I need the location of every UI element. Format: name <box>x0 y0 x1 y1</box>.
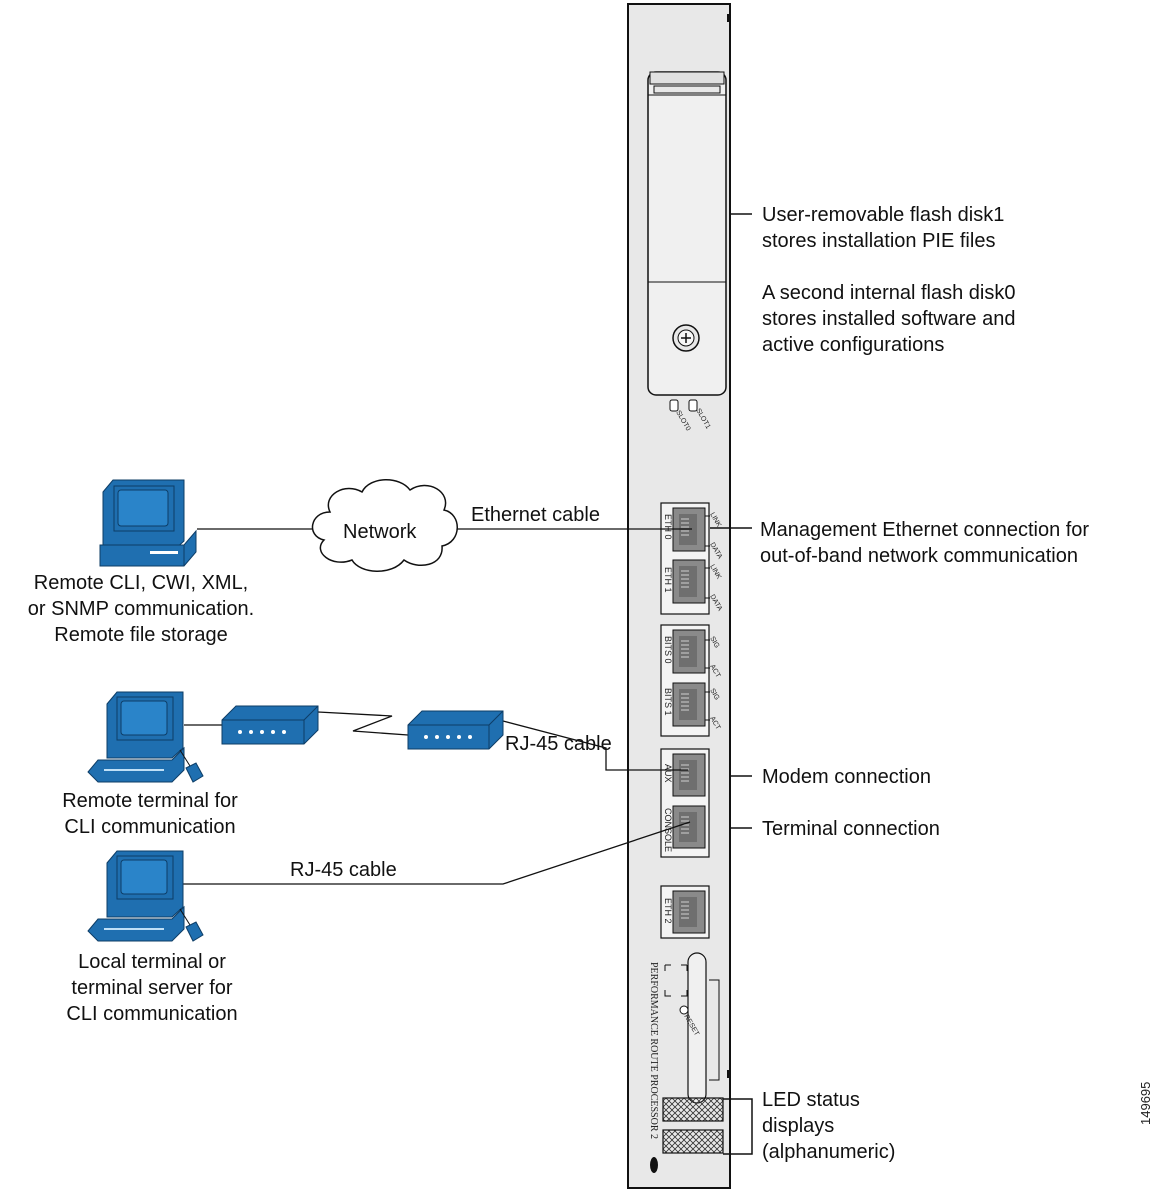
flash-disk-slot[interactable] <box>647 71 727 396</box>
led-callout-line3: (alphanumeric) <box>762 1141 895 1163</box>
local-terminal-line1: Local terminal or <box>78 951 226 973</box>
bits1-label: BITS 1 <box>663 688 673 716</box>
mgmt-eth-callout-line2: out-of-band network communication <box>760 545 1078 567</box>
bits0-label: BITS 0 <box>663 636 673 664</box>
modem-right-icon <box>407 710 504 750</box>
local-terminal-line3: CLI communication <box>66 1003 237 1025</box>
flash-disk0-callout-line3: active configurations <box>762 334 944 356</box>
reset-button[interactable] <box>679 1005 689 1015</box>
remote-terminal-line1: Remote terminal for <box>62 790 238 812</box>
terminal-callout: Terminal connection <box>762 818 940 840</box>
slot0-led-icon <box>669 399 679 412</box>
product-label: PERFORMANCE ROUTE PROCESSOR 2 <box>648 962 659 1139</box>
flash-disk1-callout-line1: User-removable flash disk1 <box>762 204 1004 226</box>
rj45-local-cable-label: RJ-45 cable <box>290 859 397 881</box>
bits1-port[interactable] <box>672 682 706 727</box>
remote-cli-line1: Remote CLI, CWI, XML, <box>34 572 249 594</box>
ethernet-cable-label: Ethernet cable <box>471 504 600 526</box>
console-port[interactable] <box>672 805 706 849</box>
led-callout-line1: LED status <box>762 1089 860 1111</box>
aux-port[interactable] <box>672 753 706 797</box>
mgmt-eth-callout-line1: Management Ethernet connection for <box>760 519 1089 541</box>
eth0-label: ETH 0 <box>663 514 673 540</box>
eth1-port[interactable] <box>672 559 706 604</box>
eth2-port[interactable] <box>672 890 706 934</box>
modem-left-icon <box>221 705 319 745</box>
led-display-lower <box>662 1129 724 1154</box>
route-processor-panel: SLOT0 SLOT1 ETH 0 ETH 1 LINK DATA LINK D… <box>627 3 731 1189</box>
led-display-upper <box>662 1097 724 1122</box>
callout-lines <box>710 213 753 1155</box>
network-label: Network <box>343 521 417 543</box>
figure-id: 149695 <box>1138 1082 1153 1125</box>
remote-cli-line3: Remote file storage <box>54 624 227 646</box>
remote-cli-line2: or SNMP communication. <box>28 598 254 620</box>
bits0-port[interactable] <box>672 629 706 674</box>
cable-lines <box>183 528 692 885</box>
led-callout-line2: displays <box>762 1115 834 1137</box>
remote-cli-pc-icon <box>99 479 197 567</box>
eth2-label: ETH 2 <box>663 898 673 924</box>
flash-disk0-callout-line1: A second internal flash disk0 <box>762 282 1016 304</box>
local-terminal-icon <box>87 850 204 942</box>
slot1-led-icon <box>688 399 698 412</box>
remote-terminal-icon <box>87 691 204 783</box>
network-cloud-icon <box>311 479 458 572</box>
remote-terminal-line2: CLI communication <box>64 816 235 838</box>
flash-disk0-callout-line2: stores installed software and <box>762 308 1015 330</box>
local-terminal-line2: terminal server for <box>71 977 232 999</box>
flash-disk1-callout-line2: stores installation PIE files <box>762 230 995 252</box>
screw-icon <box>672 324 700 352</box>
modem-callout: Modem connection <box>762 766 931 788</box>
console-label: CONSOLE <box>663 808 673 852</box>
eth1-label: ETH 1 <box>663 567 673 593</box>
rj45-modem-cable-label: RJ-45 cable <box>505 733 612 755</box>
extractor-icon <box>650 1157 658 1173</box>
aux-label: AUX <box>663 764 673 783</box>
